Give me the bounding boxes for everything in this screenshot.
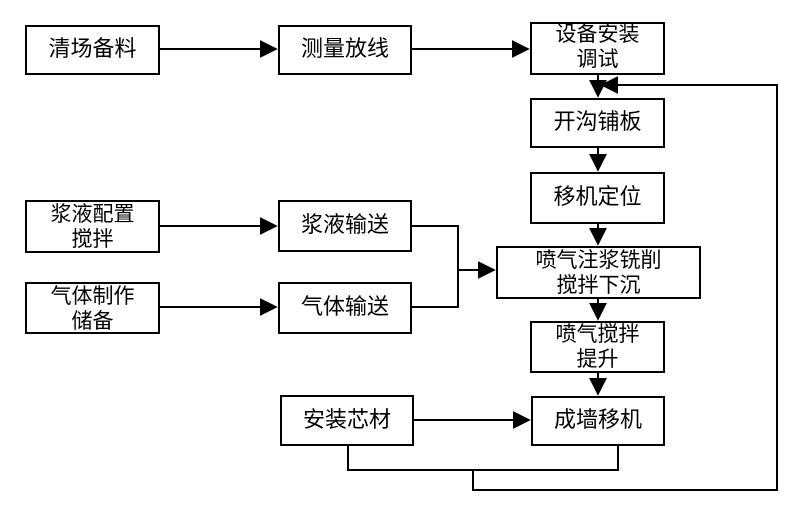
line-gas-merge: [412, 270, 459, 308]
node-lift: 喷气搅拌 提升: [530, 321, 665, 373]
node-equipment: 设备安装 调试: [530, 22, 665, 75]
node-wall: 成墙移机: [531, 396, 665, 446]
node-slurry-transport: 浆液输送: [278, 200, 412, 252]
node-core: 安装芯材: [280, 395, 414, 446]
arrow-loop-back: [472, 76, 778, 491]
node-survey: 测量放线: [278, 25, 412, 75]
line-core-loop: [347, 446, 619, 471]
node-gas-prep: 气体制作 储备: [25, 282, 160, 334]
node-gas-transport: 气体输送: [278, 282, 412, 334]
line-slurry-merge: [412, 225, 459, 270]
node-trench: 开沟铺板: [530, 98, 665, 148]
node-slurry-prep: 浆液配置 搅拌: [25, 200, 160, 253]
node-position: 移机定位: [530, 172, 665, 224]
node-inject: 喷气注浆铣削 搅拌下沉: [496, 246, 701, 299]
node-clear-site: 清场备料: [25, 25, 160, 75]
